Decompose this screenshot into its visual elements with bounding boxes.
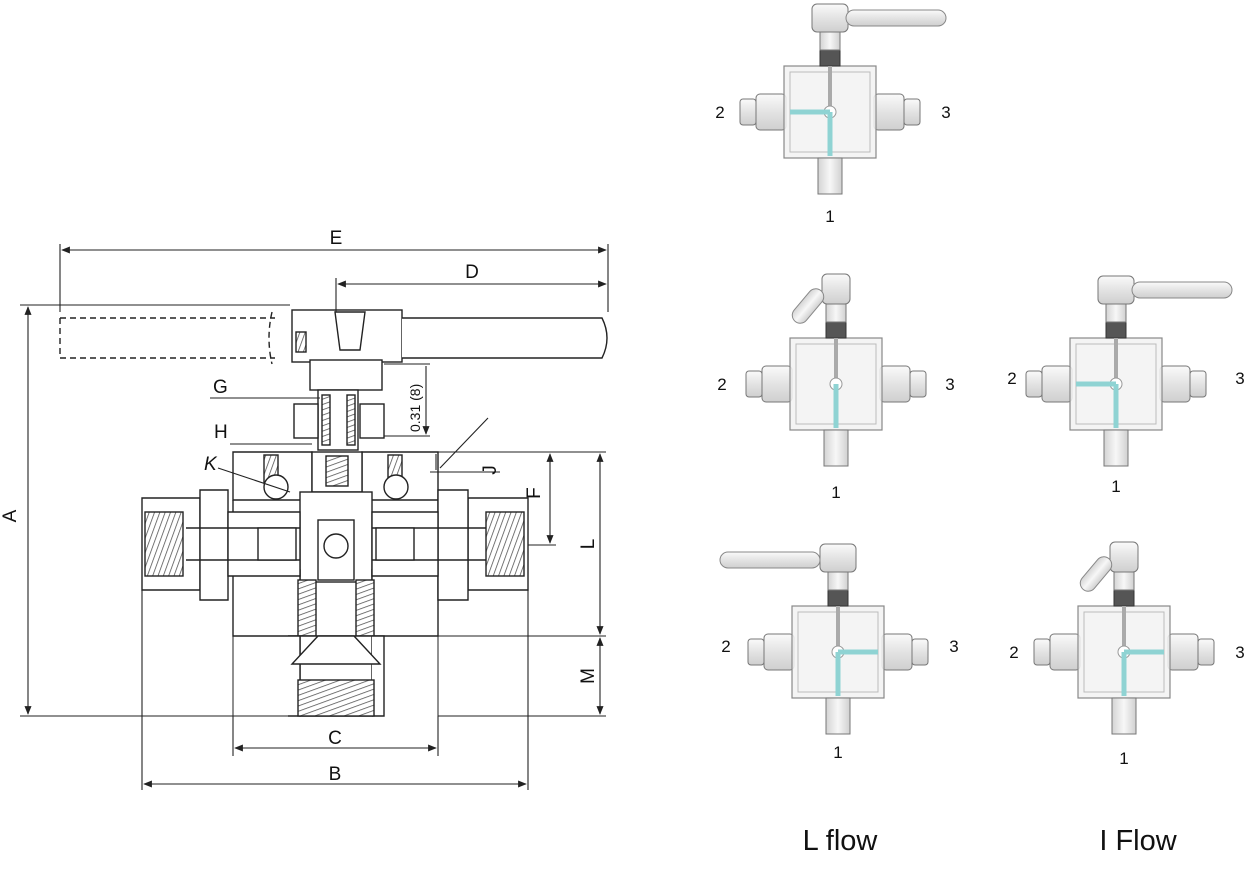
bonnet-nut xyxy=(1113,589,1135,607)
dimension-labels: E D A C B G H K 0.31 (8) J F L M xyxy=(0,228,599,785)
port-label-3: 3 xyxy=(949,637,958,656)
handle-lever xyxy=(1079,556,1113,592)
dim-label-c: C xyxy=(328,728,342,749)
flow-view-mid-left: 2 3 1 xyxy=(717,273,955,502)
valve-cross-section-drawing xyxy=(59,309,608,717)
port-label-1: 1 xyxy=(833,743,842,762)
handle-lever xyxy=(1131,281,1233,299)
port-label-1: 1 xyxy=(1119,749,1128,768)
right-port-fitting xyxy=(879,365,911,403)
handle-outline xyxy=(59,309,608,365)
right-port-fitting xyxy=(873,93,905,131)
left-port-fitting xyxy=(763,633,795,671)
bottom-port-fitting xyxy=(825,697,851,735)
flow-view-mid-right: 2 3 1 xyxy=(1007,275,1245,496)
port-label-3: 3 xyxy=(1235,643,1244,662)
right-port-nut xyxy=(909,370,927,398)
bonnet xyxy=(827,571,849,591)
port-label-1: 1 xyxy=(831,483,840,502)
handle-hub xyxy=(1109,541,1139,573)
dim-label-f: F xyxy=(524,487,545,499)
dim-label-e: E xyxy=(330,228,343,249)
handle-hub xyxy=(821,273,851,305)
dim-label-a: A xyxy=(0,509,21,522)
right-port-fitting xyxy=(371,489,529,601)
bottom-port-fitting xyxy=(823,429,849,467)
dim-label-k: K xyxy=(204,454,218,475)
caption-l-flow: L flow xyxy=(803,825,879,857)
left-port-fitting xyxy=(1049,633,1081,671)
bottom-port-fitting xyxy=(1111,697,1137,735)
handle-lever xyxy=(719,551,821,569)
port-label-2: 2 xyxy=(1009,643,1018,662)
port-label-2: 2 xyxy=(717,375,726,394)
dim-note-stem-travel: 0.31 (8) xyxy=(407,384,423,432)
bottom-port-fitting xyxy=(817,157,843,195)
handle-hub xyxy=(1097,275,1135,305)
right-port-fitting xyxy=(1159,365,1191,403)
left-port-fitting xyxy=(1041,365,1073,403)
handle-lever xyxy=(791,288,825,324)
bottom-port-fitting xyxy=(232,635,439,717)
port-label-3: 3 xyxy=(1235,369,1244,388)
right-port-nut xyxy=(911,638,929,666)
port-label-2: 2 xyxy=(1007,369,1016,388)
dim-label-j: J xyxy=(480,465,501,475)
bonnet-nut xyxy=(825,321,847,339)
dim-label-b: B xyxy=(329,764,342,785)
valve-stem xyxy=(293,359,385,451)
dim-label-h: H xyxy=(214,422,228,443)
bonnet-nut xyxy=(827,589,849,607)
dimension-lines xyxy=(20,244,609,790)
flow-views: 2 3 1 2 3 1 2 3 1 2 3 1 2 3 1 xyxy=(715,3,1245,768)
right-port-fitting xyxy=(1167,633,1199,671)
flow-view-bot-left: 2 3 1 xyxy=(719,543,959,762)
port-label-2: 2 xyxy=(715,103,724,122)
right-port-fitting xyxy=(881,633,913,671)
port-label-1: 1 xyxy=(825,207,834,226)
left-port-fitting xyxy=(761,365,793,403)
right-port-nut xyxy=(1189,370,1207,398)
left-port-nut xyxy=(745,370,763,398)
bonnet xyxy=(1105,303,1127,323)
caption-i-flow: I Flow xyxy=(1099,825,1177,857)
port-label-3: 3 xyxy=(941,103,950,122)
port-label-1: 1 xyxy=(1111,477,1120,496)
left-port-nut xyxy=(747,638,765,666)
bonnet xyxy=(819,31,841,51)
left-port-nut xyxy=(1033,638,1051,666)
valve-body xyxy=(232,451,439,637)
handle-hub xyxy=(811,3,849,33)
bonnet xyxy=(1113,571,1135,591)
dim-label-m: M xyxy=(578,668,599,684)
left-port-nut xyxy=(1025,370,1043,398)
bonnet-nut xyxy=(819,49,841,67)
bonnet xyxy=(825,303,847,323)
bottom-port-fitting xyxy=(1103,429,1129,467)
port-label-2: 2 xyxy=(721,637,730,656)
dim-label-g: G xyxy=(213,377,228,398)
handle-hub xyxy=(819,543,857,573)
port-label-3: 3 xyxy=(945,375,954,394)
flow-view-top: 2 3 1 xyxy=(715,3,951,226)
left-port-fitting xyxy=(141,489,301,601)
right-port-nut xyxy=(1197,638,1215,666)
flow-view-bot-right: 2 3 1 xyxy=(1009,541,1245,768)
left-port-nut xyxy=(739,98,757,126)
dim-label-d: D xyxy=(465,262,479,283)
left-port-fitting xyxy=(755,93,787,131)
bonnet-nut xyxy=(1105,321,1127,339)
dim-label-l: L xyxy=(578,539,599,550)
right-port-nut xyxy=(903,98,921,126)
handle-lever xyxy=(845,9,947,27)
